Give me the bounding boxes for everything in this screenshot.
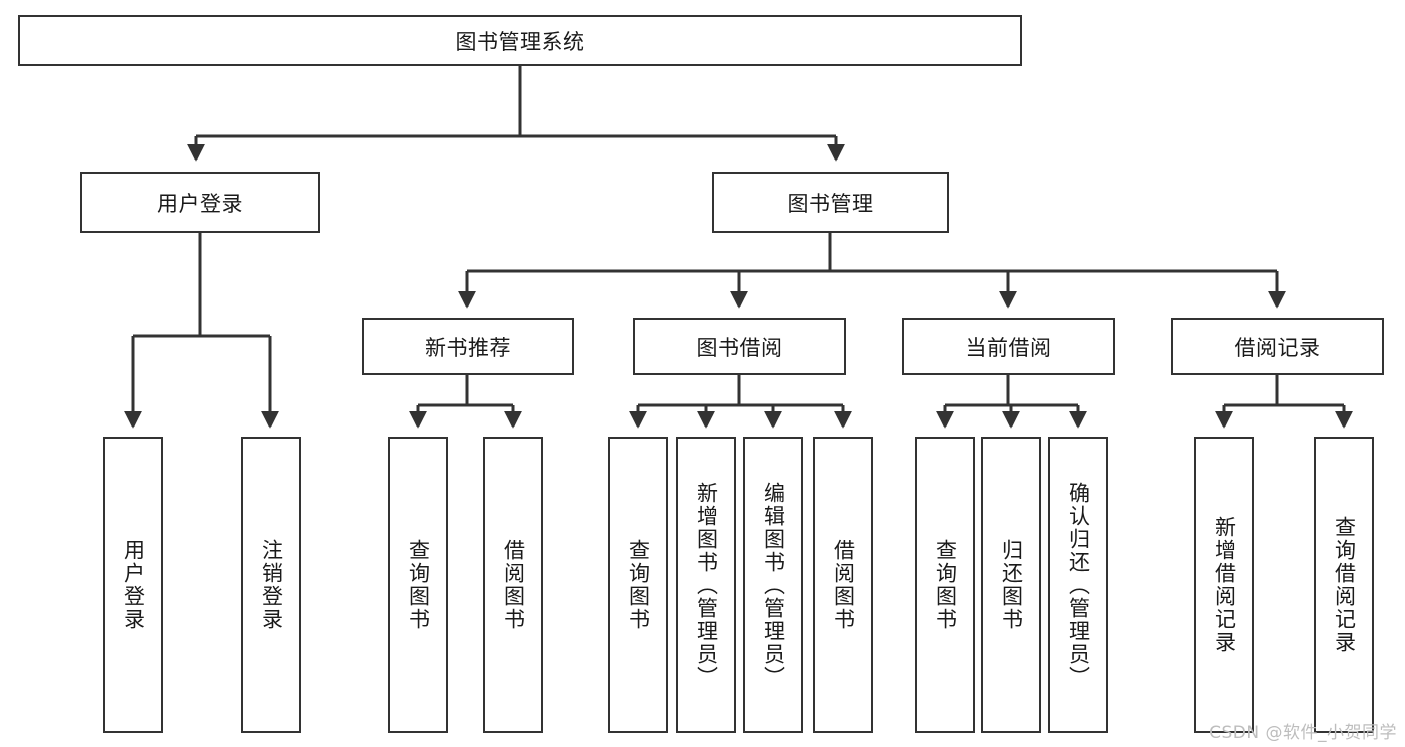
leaf-label: 新增借阅记录 — [1212, 516, 1237, 654]
node-book-borrow-label: 图书借阅 — [696, 335, 783, 360]
leaf-new-book-query[interactable]: 查询图书 — [388, 437, 448, 733]
leaf-label: 查询图书 — [406, 539, 431, 631]
node-new-book-recommend[interactable]: 新书推荐 — [362, 318, 574, 375]
leaf-current-borrow-return[interactable]: 归还图书 — [981, 437, 1041, 733]
leaf-current-borrow-confirm-return[interactable]: 确认归还（管理员） — [1048, 437, 1108, 733]
node-book-manage-label: 图书管理 — [787, 191, 874, 216]
leaf-new-book-borrow[interactable]: 借阅图书 — [483, 437, 543, 733]
leaf-borrow-record-add[interactable]: 新增借阅记录 — [1194, 437, 1254, 733]
leaf-borrow-record-query[interactable]: 查询借阅记录 — [1314, 437, 1374, 733]
leaf-book-borrow-add[interactable]: 新增图书（管理员） — [676, 437, 736, 733]
node-root-label: 图书管理系统 — [455, 29, 585, 54]
leaf-book-borrow-query[interactable]: 查询图书 — [608, 437, 668, 733]
leaf-label: 查询图书 — [933, 539, 958, 631]
node-current-borrow-label: 当前借阅 — [965, 335, 1052, 360]
node-book-borrow[interactable]: 图书借阅 — [633, 318, 846, 375]
leaf-current-borrow-query[interactable]: 查询图书 — [915, 437, 975, 733]
leaf-label: 查询借阅记录 — [1332, 516, 1357, 654]
leaf-label: 归还图书 — [999, 539, 1024, 631]
leaf-user-login-logout[interactable]: 注销登录 — [241, 437, 301, 733]
node-borrow-record[interactable]: 借阅记录 — [1171, 318, 1384, 375]
node-book-manage[interactable]: 图书管理 — [712, 172, 949, 233]
node-user-login[interactable]: 用户登录 — [80, 172, 320, 233]
node-user-login-label: 用户登录 — [157, 191, 243, 216]
node-borrow-record-label: 借阅记录 — [1234, 335, 1321, 360]
leaf-book-borrow-edit[interactable]: 编辑图书（管理员） — [743, 437, 803, 733]
leaf-label: 编辑图书（管理员） — [761, 481, 786, 689]
node-root-system[interactable]: 图书管理系统 — [18, 15, 1022, 66]
leaf-label: 新增图书（管理员） — [694, 481, 719, 689]
leaf-label: 查询图书 — [626, 539, 651, 631]
leaf-label: 用户登录 — [121, 539, 146, 631]
node-current-borrow[interactable]: 当前借阅 — [902, 318, 1115, 375]
node-new-book-recommend-label: 新书推荐 — [425, 335, 511, 360]
watermark-text: CSDN @软件_小贺同学 — [1209, 723, 1397, 743]
leaf-user-login-login[interactable]: 用户登录 — [103, 437, 163, 733]
leaf-label: 注销登录 — [259, 539, 284, 631]
leaf-label: 确认归还（管理员） — [1066, 481, 1091, 689]
leaf-book-borrow-borrow[interactable]: 借阅图书 — [813, 437, 873, 733]
leaf-label: 借阅图书 — [501, 539, 526, 631]
leaf-label: 借阅图书 — [831, 539, 856, 631]
